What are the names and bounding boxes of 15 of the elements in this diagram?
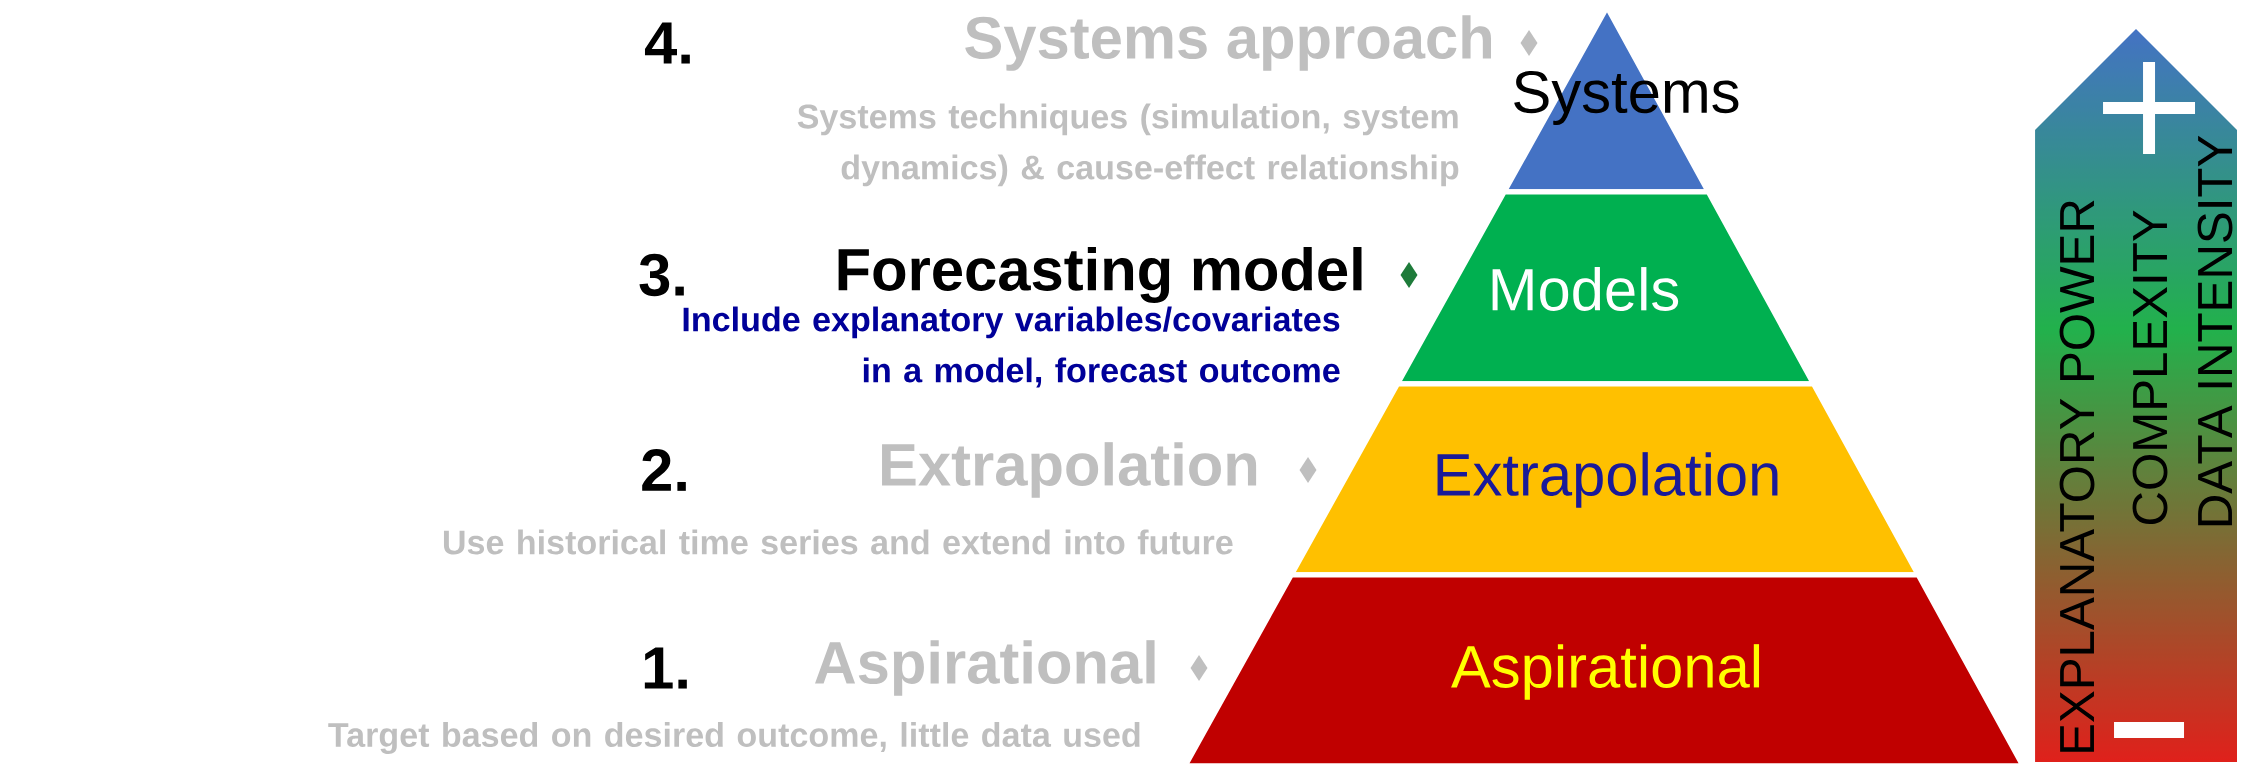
level-heading: Aspirational (815, 640, 1155, 696)
level-description: Systems techniques (simulation, system dynamics) & cause-effect relationship (797, 103, 1459, 187)
step-number: 2. (642, 449, 686, 491)
axis-label: COMPLEXITY (2132, 210, 2168, 525)
step-number: 1. (644, 647, 687, 689)
step-number: 3. (639, 253, 684, 297)
axis-label: DATA INTENSITY (2197, 135, 2233, 526)
level-heading: Systems approach (965, 15, 1491, 71)
step-number: 4. (645, 22, 690, 64)
axis-label: EXPLANATORY POWER (2059, 200, 2095, 752)
level-description: Target based on desired outcome, little data used (328, 722, 1140, 754)
level-heading: Extrapolation (882, 442, 1257, 498)
level-heading: Forecasting model (838, 247, 1362, 303)
level-description: Include explanatory variables/covariates in a model, forecast outcome (683, 306, 1340, 388)
level-description: Use historical time series and extend into future (443, 529, 1233, 555)
